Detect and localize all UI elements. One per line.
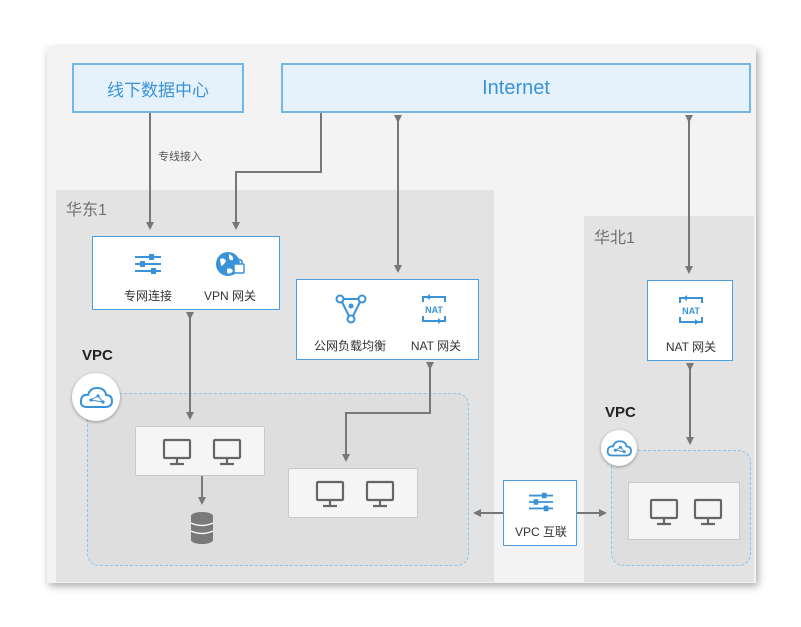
svg-text:NAT: NAT (425, 305, 443, 315)
datacenter-label: 线下数据中心 (107, 80, 209, 100)
vpc-label-north: VPC (605, 404, 636, 421)
monitor-icon (162, 438, 192, 466)
sliders-icon (529, 492, 553, 512)
vpc-cloud-east (72, 373, 120, 421)
monitor-icon (365, 480, 395, 508)
nat-gateway-label: NAT 网关 (410, 339, 462, 353)
host-group-east-1 (135, 426, 265, 476)
cloud-icon (606, 440, 632, 457)
host-group-east-2 (288, 468, 418, 518)
dedicated-line-label: 专线接入 (158, 151, 202, 163)
slb-label: 公网负载均衡 (313, 339, 386, 353)
nat-icon: NAT (421, 294, 447, 324)
svg-text:NAT: NAT (682, 306, 700, 316)
database-icon (190, 512, 214, 544)
vpc-cloud-north (601, 430, 637, 466)
globe-lock-icon (216, 252, 245, 276)
internet-box: Internet (281, 63, 751, 113)
nat-icon: NAT (678, 295, 704, 325)
north-nat-box: NAT NAT 网关 (647, 280, 733, 361)
nat-host-arrow (342, 362, 434, 462)
internet-vpn-arrow (232, 113, 322, 230)
cloud-icon (79, 386, 113, 408)
vpc-peering-label: VPC 互联 (514, 525, 567, 539)
vpc-label-east: VPC (82, 347, 113, 364)
load-balancer-icon (335, 294, 367, 324)
vpn-gateway-label: VPN 网关 (203, 289, 256, 303)
monitor-icon (649, 498, 679, 526)
region-north-label: 华北1 (594, 230, 635, 247)
internet-service-box: NAT 公网负载均衡 NAT 网关 (296, 279, 479, 360)
monitor-icon (212, 438, 242, 466)
offline-datacenter-box: 线下数据中心 (72, 63, 244, 113)
monitor-icon (315, 480, 345, 508)
connectivity-service-box: 专网连接 VPN 网关 (92, 236, 280, 310)
internet-label: Internet (482, 76, 550, 99)
monitor-icon (693, 498, 723, 526)
region-east-label: 华东1 (66, 202, 107, 219)
north-nat-gateway-label: NAT 网关 (665, 340, 717, 354)
direct-connect-label: 专网连接 (123, 289, 172, 303)
host-group-north (628, 482, 740, 540)
vpc-peering-box: VPC 互联 (503, 480, 577, 546)
sliders-icon (135, 254, 161, 274)
